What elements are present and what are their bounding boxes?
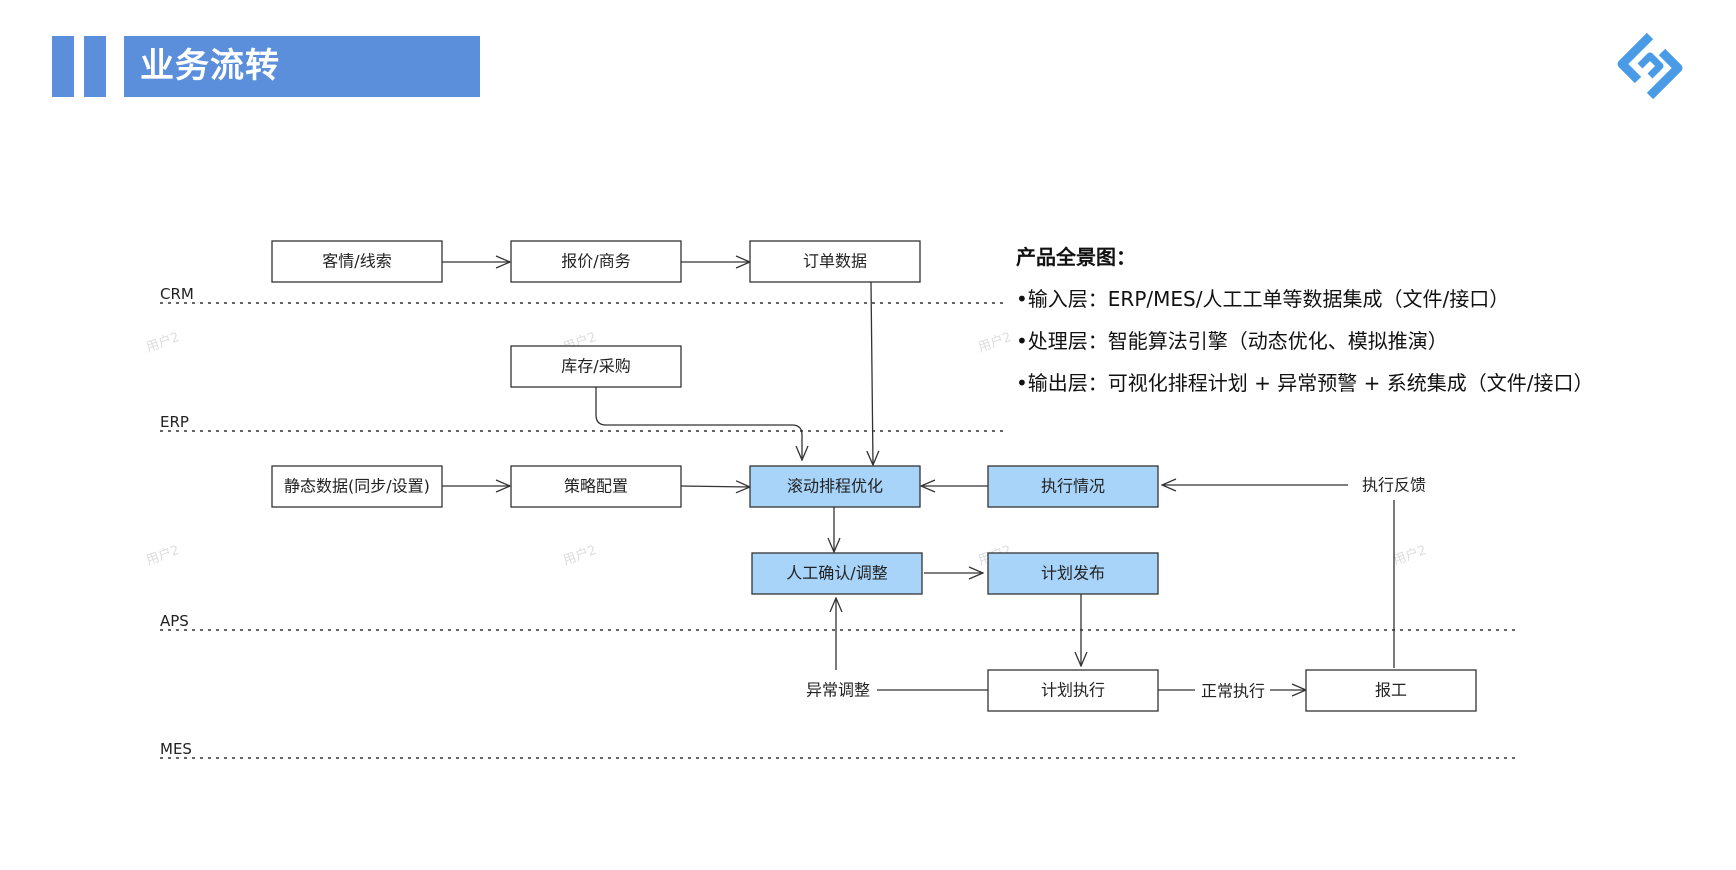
node-plan-execute <box>987 669 1159 712</box>
label-normal-execution: 正常执行 <box>1201 682 1265 701</box>
node-rolling-scheduling <box>749 465 921 508</box>
node-label: 报价/商务 <box>561 252 630 271</box>
node-label: 计划发布 <box>1041 564 1105 583</box>
node-inventory <box>510 345 682 388</box>
watermark: 用户2 <box>144 329 182 356</box>
watermark: 用户2 <box>144 542 182 569</box>
node-static-data <box>271 465 443 508</box>
watermark: 用户2 <box>561 542 599 569</box>
node-report <box>1305 669 1477 712</box>
product-overview: 产品全景图： •输入层：ERP/MES/人工工单等数据集成（文件/接口） •处理… <box>1016 236 1716 404</box>
node-quote <box>510 240 682 283</box>
node-strategy <box>510 465 682 508</box>
node-label: 静态数据(同步/设置) <box>284 477 430 496</box>
node-label: 计划执行 <box>1041 681 1105 700</box>
node-plan-publish <box>987 552 1159 595</box>
node-execution-status <box>987 465 1159 508</box>
overview-output-layer: •输出层：可视化排程计划 + 异常预警 + 系统集成（文件/接口） <box>1016 371 1594 395</box>
lane-label-erp: ERP <box>160 413 189 431</box>
company-logo-icon <box>1617 32 1683 100</box>
page-title: 业务流转 <box>140 46 280 86</box>
node-label: 人工确认/调整 <box>786 564 887 583</box>
node-label: 客情/线索 <box>322 252 391 271</box>
header-accent-bar-2 <box>84 36 106 97</box>
label-exception-adjust: 异常调整 <box>806 681 870 700</box>
node-label: 库存/采购 <box>561 357 630 376</box>
lane-label-aps: APS <box>160 612 189 630</box>
node-label: 执行情况 <box>1041 477 1105 496</box>
watermark: 用户2 <box>976 329 1014 356</box>
edge-inventory-to-scheduling <box>595 387 802 460</box>
watermark: 用户2 <box>1391 542 1429 569</box>
node-label: 报工 <box>1375 681 1407 700</box>
overview-input-layer: •输入层：ERP/MES/人工工单等数据集成（文件/接口） <box>1016 287 1510 311</box>
node-manual-confirm <box>751 552 923 595</box>
edge-order-to-scheduling <box>871 281 873 465</box>
lane-label-crm: CRM <box>160 285 194 303</box>
edge-strategy-to-scheduling <box>680 486 750 487</box>
overview-heading: 产品全景图： <box>1016 245 1136 269</box>
node-label: 订单数据 <box>803 252 867 271</box>
title-banner <box>124 36 480 97</box>
node-label: 滚动排程优化 <box>787 477 883 496</box>
label-feedback: 执行反馈 <box>1362 476 1426 495</box>
lane-label-mes: MES <box>160 740 192 758</box>
header-accent-bar-1 <box>52 36 74 97</box>
overview-processing-layer: •处理层：智能算法引擎（动态优化、模拟推演） <box>1016 329 1448 353</box>
node-order-data <box>749 240 921 283</box>
node-lead <box>271 240 443 283</box>
node-label: 策略配置 <box>564 477 628 496</box>
